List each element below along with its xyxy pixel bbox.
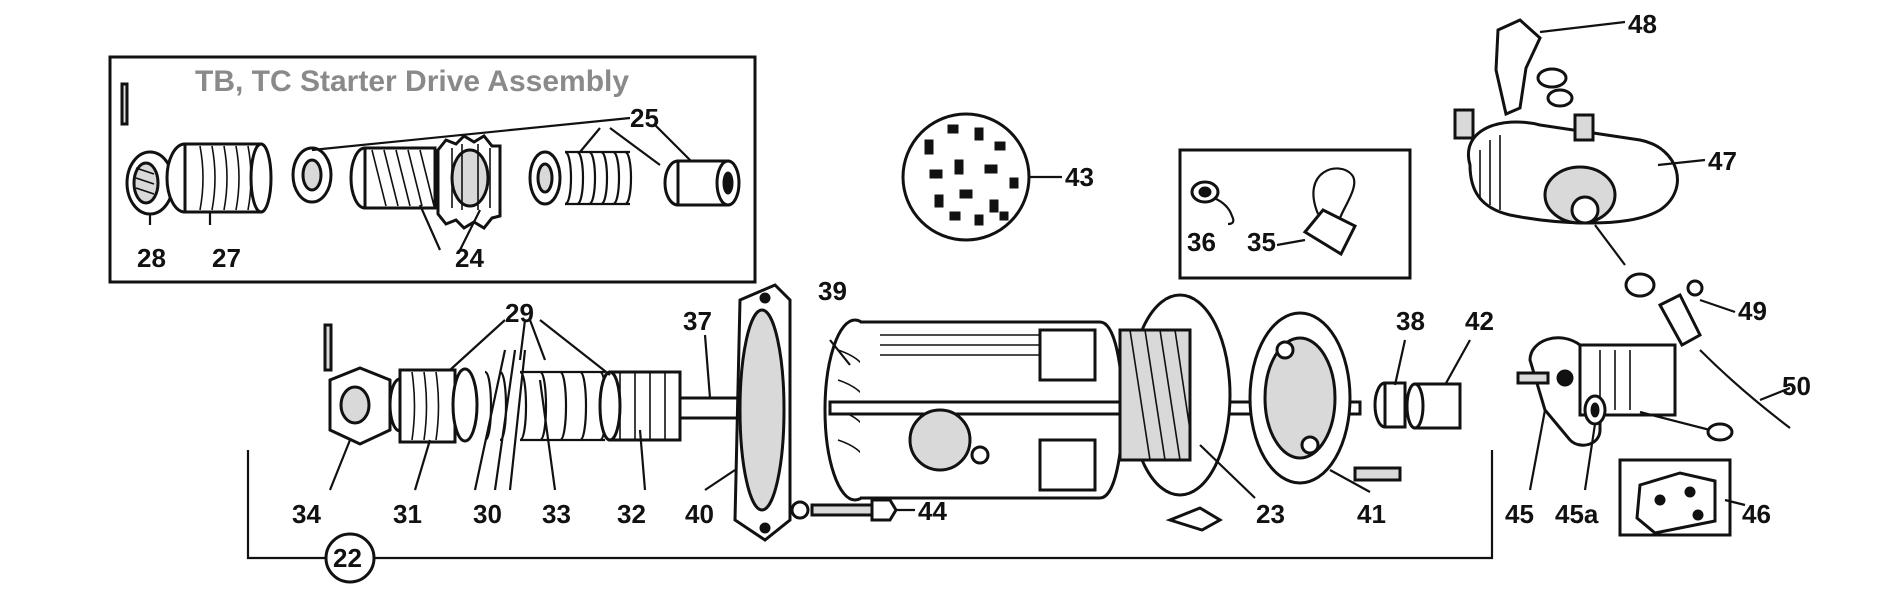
callout-43: 43: [1065, 162, 1094, 192]
split-pin: [120, 82, 129, 126]
callout-27: 27: [212, 243, 241, 273]
part-40-drive-end-bracket: [733, 283, 792, 542]
drive-pin: [323, 323, 333, 372]
callout-38: 38: [1396, 306, 1425, 336]
callout-50: 50: [1782, 371, 1811, 401]
callout-32: 32: [617, 499, 646, 529]
callout-37: 37: [683, 306, 712, 336]
callout-49: 49: [1738, 296, 1767, 326]
part-23-armature: [1118, 293, 1232, 532]
callout-23: 23: [1256, 499, 1285, 529]
part-30-33-springs: [483, 370, 608, 442]
part-42-cap: [1405, 382, 1462, 430]
callout-25: 25: [630, 103, 659, 133]
callout-42: 42: [1465, 306, 1494, 336]
callout-47: 47: [1708, 146, 1737, 176]
main-starter-assembly: 22: [246, 276, 1494, 584]
part-45-solenoid-bracket: [1516, 336, 1734, 447]
callout-46: 46: [1742, 499, 1771, 529]
part-28-nut: [125, 150, 175, 216]
part-38-bush: [1373, 381, 1407, 429]
part-24-pinion: [436, 134, 502, 230]
part-31-spring-cup: [388, 367, 479, 444]
callout-48: 48: [1628, 9, 1657, 39]
part-35-brush: [1302, 167, 1358, 257]
part-46-contact-plate: [1618, 458, 1732, 537]
part-25-sleeve: [663, 159, 741, 207]
callout-22: 22: [333, 543, 362, 573]
callout-31: 31: [393, 499, 422, 529]
part-32-pinion: [598, 370, 682, 442]
part-25-spring: [564, 150, 633, 206]
inset-brush-parts: 36 35: [1178, 148, 1412, 280]
part-47-solenoid: 47: [1453, 108, 1737, 225]
part-34-nut: [328, 366, 392, 446]
callout-34: 34: [292, 499, 321, 529]
part-37-shaft: [678, 396, 742, 420]
part-43-brush-set: 43: [901, 112, 1094, 242]
callout-45: 45: [1505, 499, 1534, 529]
callout-35: 35: [1247, 227, 1276, 257]
part-24-screw-sleeve: [349, 146, 437, 210]
part-44-bolt: [790, 498, 915, 522]
part-50-cable: 50: [1699, 349, 1811, 429]
inset-starter-drive: TB, TC Starter Drive Assembly: [108, 55, 757, 284]
inset-frame: [108, 55, 757, 284]
callout-44: 44: [918, 496, 947, 526]
callout-24: 24: [455, 243, 484, 273]
part-48-terminal-boot: 48: [1494, 9, 1657, 117]
part-25-washer-right: [528, 150, 562, 206]
callout-39: 39: [818, 276, 847, 306]
callout-45a: 45a: [1555, 499, 1599, 529]
part-36-spring: [1190, 180, 1235, 226]
inset-title: TB, TC Starter Drive Assembly: [195, 65, 629, 98]
callout-40: 40: [685, 499, 714, 529]
callout-30: 30: [473, 499, 502, 529]
inset-brush-frame: [1178, 148, 1412, 280]
callout-41: 41: [1357, 499, 1386, 529]
callout-36: 36: [1187, 227, 1216, 257]
part-25-washer-left: [291, 146, 333, 204]
part-45a-washer: [1583, 394, 1607, 426]
part-41-end-bracket: [1248, 311, 1402, 485]
part-27-spring-cup: [165, 142, 273, 214]
part-49-switch-link: 49: [1594, 224, 1767, 348]
callout-33: 33: [542, 499, 571, 529]
callout-29: 29: [505, 298, 534, 328]
callout-28: 28: [137, 243, 166, 273]
